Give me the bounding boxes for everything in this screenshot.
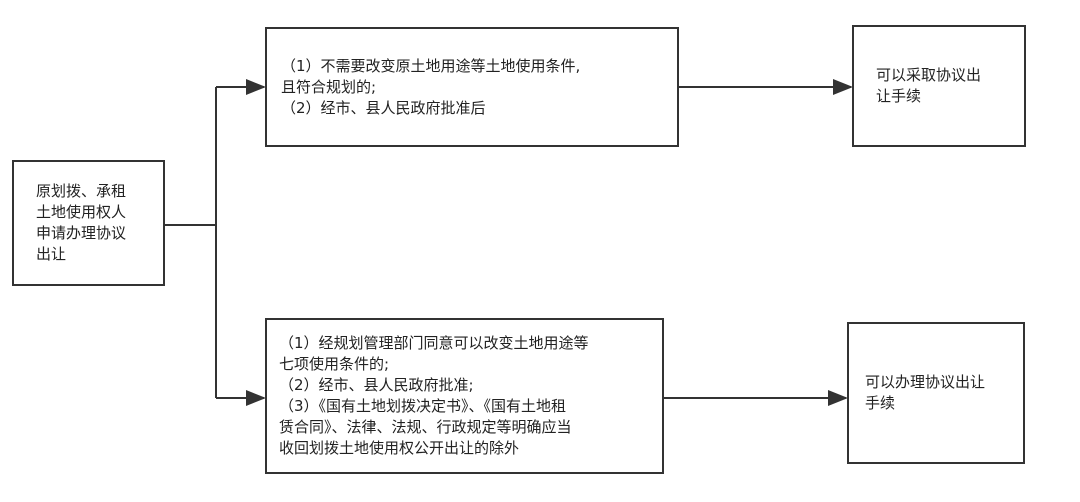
condition-b-line: 赁合同》、法律、法规、行政规定等明确应当 [279, 418, 572, 436]
result-b-line: 手续 [865, 394, 896, 412]
start-line: 原划拨、承租 [36, 182, 127, 200]
result-b-line: 可以办理协议出让 [865, 373, 986, 391]
result-b-node: 可以办理协议出让 手续 [847, 322, 1025, 464]
result-a-node: 可以采取协议出 让手续 [852, 25, 1026, 147]
start-line: 出让 [36, 245, 67, 263]
condition-b-line: （2）经市、县人民政府批准; [279, 376, 474, 394]
condition-a-node: （1）不需要改变原土地用途等土地使用条件, 且符合规划的; （2）经市、县人民政… [265, 27, 679, 147]
start-node: 原划拨、承租 土地使用权人 申请办理协议 出让 [12, 160, 165, 286]
condition-b-line: 七项使用条件的; [279, 355, 390, 373]
start-line: 申请办理协议 [36, 224, 127, 242]
condition-b-line: （1）经规划管理部门同意可以改变土地用途等 [279, 334, 589, 352]
condition-a-line: 且符合规划的; [281, 77, 377, 96]
condition-b-line: （3）《国有土地划拨决定书》、《国有土地租 [279, 397, 567, 415]
condition-b-node: （1）经规划管理部门同意可以改变土地用途等 七项使用条件的; （2）经市、县人民… [265, 318, 664, 474]
condition-a-line: （2）经市、县人民政府批准后 [281, 98, 486, 117]
condition-b-line: 收回划拨土地使用权公开出让的除外 [279, 439, 520, 457]
result-a-line: 让手续 [876, 87, 922, 105]
start-line: 土地使用权人 [36, 203, 127, 221]
condition-a-line: （1）不需要改变原土地用途等土地使用条件, [281, 56, 581, 75]
result-a-line: 可以采取协议出 [876, 66, 982, 84]
